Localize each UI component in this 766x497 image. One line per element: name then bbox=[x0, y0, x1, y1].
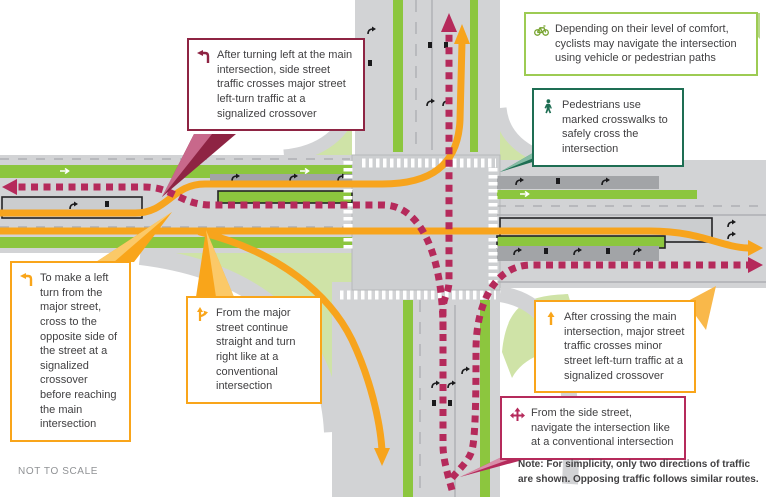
pedestrian-icon bbox=[542, 98, 556, 157]
arrowhead-up bbox=[454, 24, 470, 44]
callout-pedestrians: Pedestrians use marked crosswalks to saf… bbox=[532, 88, 684, 167]
pointer-side-street-crossover bbox=[162, 134, 236, 197]
arrowhead-right bbox=[748, 240, 763, 256]
left-turn-arrow-icon bbox=[20, 271, 34, 432]
route-major-straight bbox=[0, 227, 752, 252]
footnote: Note: For simplicity, only two direction… bbox=[518, 459, 759, 485]
callout-text: From the major street continue straight … bbox=[216, 307, 296, 393]
callout-text: Depending on their level of comfort, cyc… bbox=[555, 23, 737, 65]
callout-major-crossover: After crossing the main intersection, ma… bbox=[534, 300, 696, 394]
side-street-routes bbox=[2, 13, 763, 491]
up-arrow-icon bbox=[544, 310, 558, 383]
scale-label: NOT TO SCALE bbox=[18, 466, 99, 477]
route-major-right-turn bbox=[196, 228, 386, 454]
callout-text: To make a left turn from the major stree… bbox=[40, 272, 118, 431]
bicycle-icon bbox=[534, 22, 549, 66]
callout-text: After turning left at the main intersect… bbox=[217, 49, 353, 120]
marker-strips bbox=[210, 174, 659, 261]
route-side-left-turn bbox=[14, 183, 447, 331]
callout-text: After crossing the main intersection, ma… bbox=[564, 311, 685, 382]
callout-major-straight-right: From the major street continue straight … bbox=[186, 296, 322, 404]
three-way-arrow-icon bbox=[510, 406, 525, 450]
callout-major-left-turn: To make a left turn from the major stree… bbox=[10, 261, 131, 442]
callout-text: Pedestrians use marked crosswalks to saf… bbox=[562, 99, 668, 155]
callout-cyclists: Depending on their level of comfort, cyc… bbox=[524, 12, 758, 76]
route-major-left-turn bbox=[0, 38, 466, 217]
fold-major-crossover bbox=[686, 286, 716, 330]
side-street-north bbox=[355, 0, 500, 165]
crosswalks bbox=[340, 158, 498, 300]
route-side-straight bbox=[439, 30, 456, 491]
arrowhead-up bbox=[441, 13, 457, 32]
callout-side-street: From the side street, navigate the inter… bbox=[500, 396, 686, 460]
route-side-right-turn bbox=[449, 261, 750, 481]
callout-text: From the side street, navigate the inter… bbox=[531, 407, 674, 449]
arrowhead-right bbox=[748, 257, 763, 273]
arrowhead-left bbox=[2, 179, 17, 195]
straight-or-right-arrow-icon bbox=[196, 306, 210, 394]
side-street-south bbox=[332, 282, 500, 497]
arrowhead-down bbox=[374, 448, 390, 466]
callout-side-street-crossover: After turning left at the main intersect… bbox=[187, 38, 365, 132]
major-street-routes bbox=[0, 24, 763, 466]
left-turn-arrow-icon bbox=[197, 48, 211, 121]
